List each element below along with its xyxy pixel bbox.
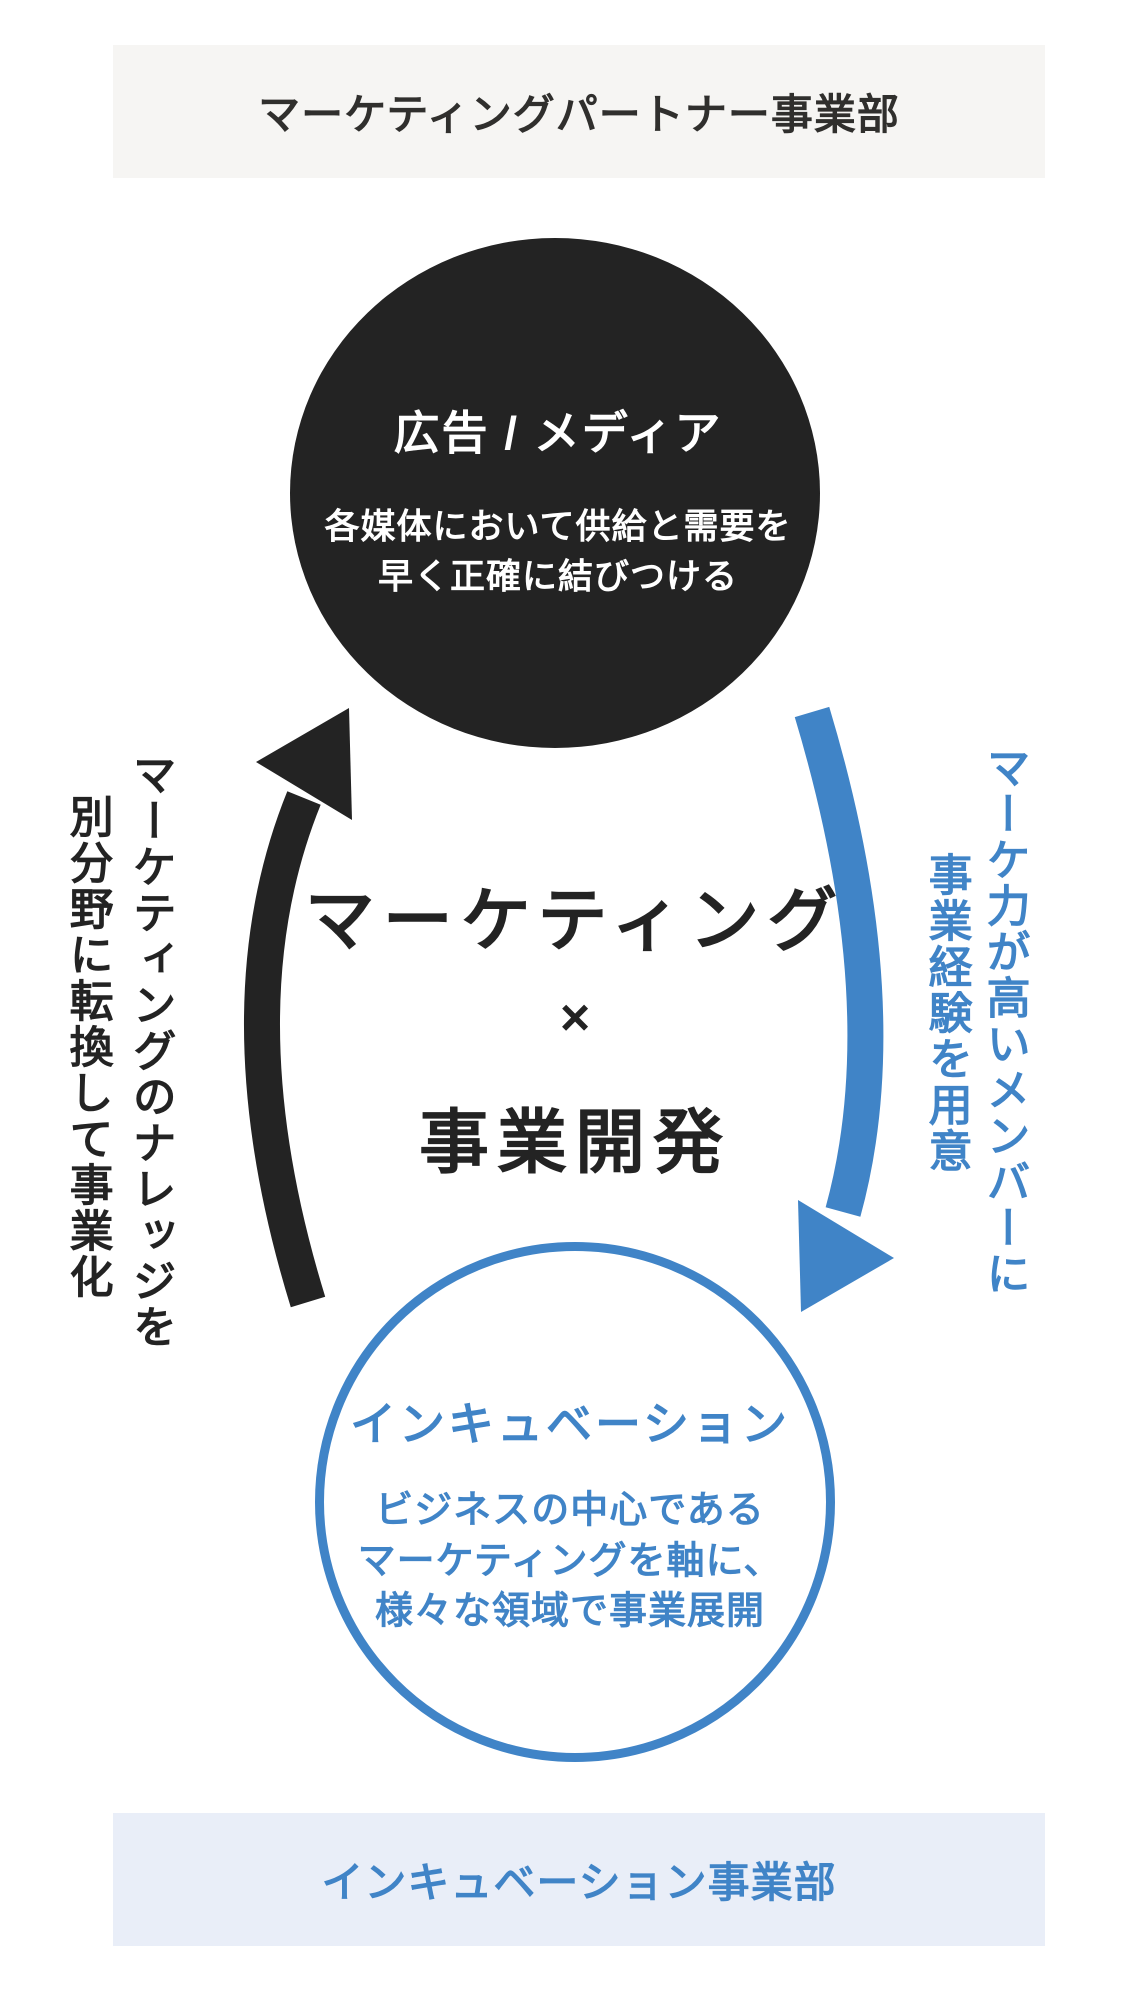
incubation-desc-line2: マーケティングを軸に、 — [357, 1540, 783, 1583]
center-text-marketing: マーケティング — [304, 881, 846, 960]
header-title: マーケティングパートナー事業部 — [258, 91, 900, 138]
multiply-icon: × — [559, 989, 591, 1047]
incubation-desc-line3: 様々な領域で事業展開 — [374, 1590, 766, 1633]
up-arrow — [243, 708, 352, 1308]
up-arrow-shaft — [243, 791, 326, 1308]
up-arrow-head-icon — [256, 708, 352, 820]
advertising-media-desc-line2: 早く正確に結びつける — [377, 557, 739, 597]
left-annotation-column1: マーケティングのナレッジを — [125, 752, 175, 1350]
down-arrow-head-icon — [798, 1200, 894, 1312]
incubation-desc-line1: ビジネスの中心である — [375, 1489, 765, 1532]
advertising-media-circle — [290, 238, 820, 748]
down-arrow — [794, 706, 894, 1312]
footer-title: インキュベーション事業部 — [321, 1859, 837, 1906]
header-band: マーケティングパートナー事業部 — [113, 45, 1045, 178]
incubation-circle — [315, 1242, 835, 1762]
left-annotation-column2: 別分野に転換して事業化 — [62, 794, 112, 1300]
footer-band: インキュベーション事業部 — [113, 1813, 1045, 1946]
advertising-media-title: 広告 / メディア — [393, 407, 723, 459]
advertising-media-desc-line1: 各媒体において供給と需要を — [324, 507, 792, 547]
right-annotation-column2: 事業経験を用意 — [921, 852, 971, 1174]
center-text-business-development: 事業開発 — [419, 1103, 731, 1182]
incubation-title: インキュベーション — [349, 1398, 791, 1450]
right-annotation-column1: マーケ力が高いメンバーに — [979, 745, 1029, 1297]
